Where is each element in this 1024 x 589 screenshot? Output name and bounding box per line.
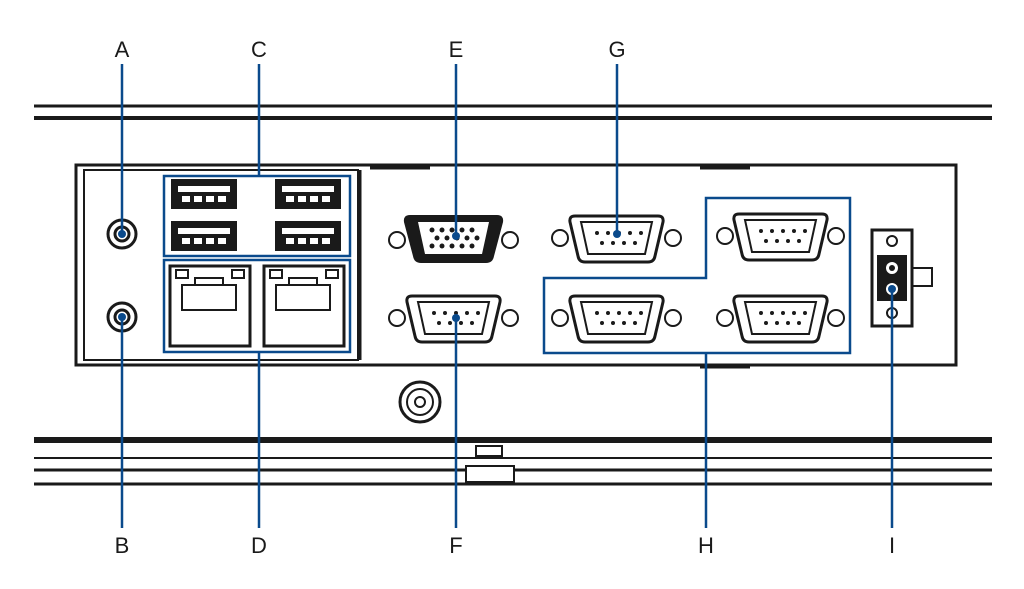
power-terminal-icon (870, 228, 933, 328)
db9-serial-port-icon (551, 294, 682, 344)
rj45-port-icon (262, 264, 346, 348)
callout-dot-b (118, 313, 126, 321)
callout-dot-i (888, 285, 896, 293)
callout-label-e: E (448, 37, 464, 62)
usb-port-icon (275, 221, 341, 251)
db9-serial-port-icon (716, 294, 845, 344)
callout-dot-a (118, 230, 126, 238)
chassis-bottom-rail (34, 437, 992, 486)
callout-dot-g (613, 230, 621, 238)
callout-label-i: I (888, 533, 896, 558)
db9-serial-port-icon (388, 294, 519, 344)
db9-serial-port-icon (551, 214, 682, 264)
callout-label-c: C (251, 37, 267, 62)
callout-label-b: B (114, 533, 130, 558)
chassis-top-rail (34, 104, 992, 120)
rj45-port-icon (168, 264, 252, 348)
callout-box-h (542, 196, 852, 355)
screw-icon (398, 380, 442, 424)
callout-dot-f (452, 314, 460, 322)
db9-serial-port-icon (716, 212, 845, 262)
callout-label-f: F (449, 533, 463, 558)
callout-dot-e (452, 232, 460, 240)
callout-box-d (162, 258, 352, 354)
callout-box-c (162, 174, 352, 258)
io-panel-frame (74, 163, 958, 369)
usb-port-icon (275, 179, 341, 209)
callout-label-a: A (114, 37, 130, 62)
usb-port-icon (171, 179, 237, 209)
callout-label-g: G (608, 37, 626, 62)
usb-port-icon (171, 221, 237, 251)
callout-label-h: H (698, 533, 714, 558)
callout-label-d: D (251, 533, 267, 558)
